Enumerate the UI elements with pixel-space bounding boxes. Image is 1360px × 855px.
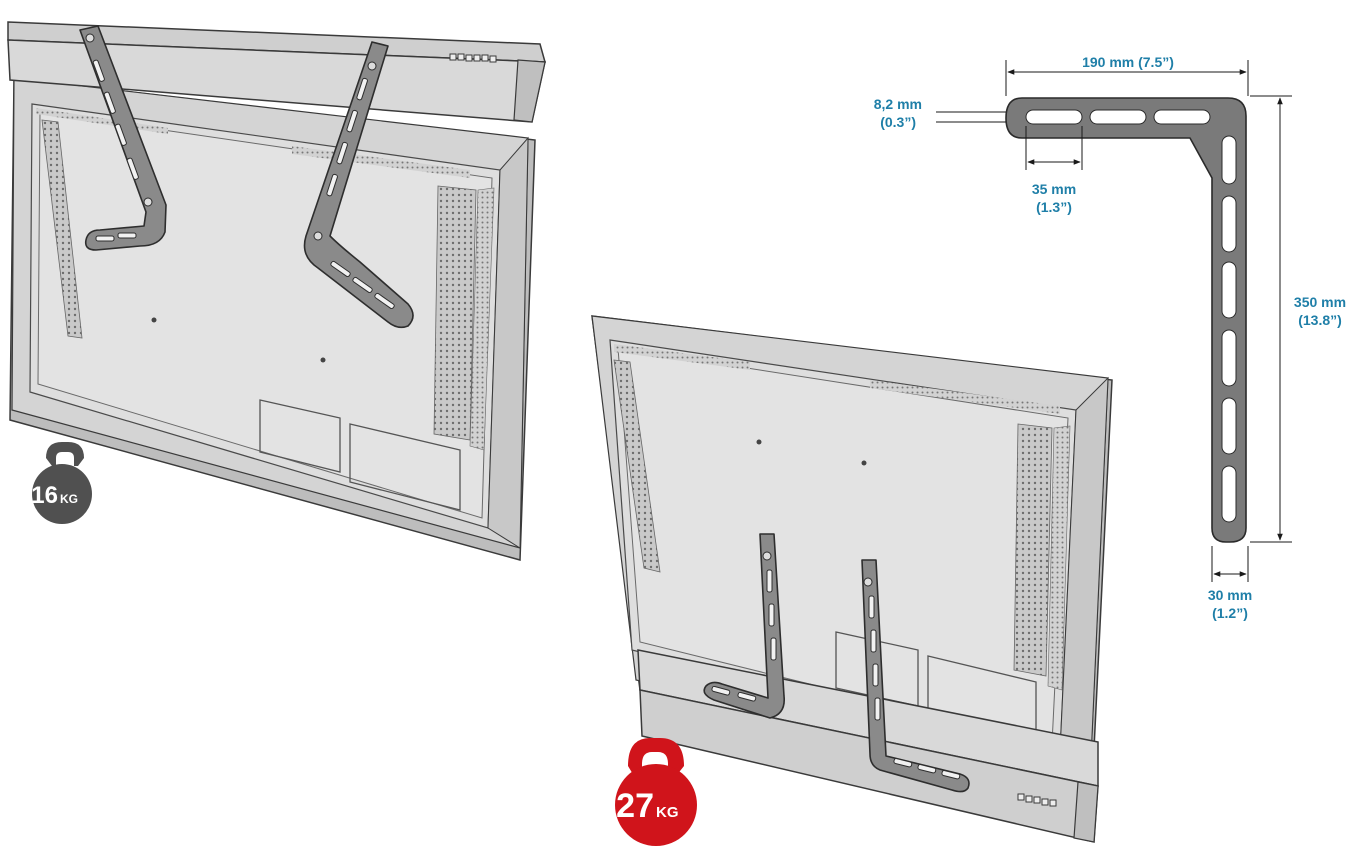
bracket-left-top (79, 25, 167, 251)
tv-below-soundbar-illustration (591, 315, 1113, 843)
dim-thickness-imperial: (0.3”) (880, 114, 916, 130)
badge-27-number: 27 (616, 787, 654, 825)
dim-width-label: 190 mm (7.5”) (1082, 54, 1174, 70)
badge-27-unit: KG (656, 804, 679, 821)
bracket-right-top (303, 41, 414, 329)
dim-slot-imperial: (1.3”) (1036, 199, 1072, 215)
tv-back-bottom (591, 315, 1113, 791)
dim-height-label: 350 mm (1294, 294, 1346, 310)
dimension-lines (936, 60, 1292, 582)
badge-16-unit: KG (60, 492, 78, 506)
dim-thickness-label: 8,2 mm (874, 96, 922, 112)
dim-arm-width-imperial: (1.2”) (1212, 605, 1248, 621)
weight-badge-16kg: 16 KG (31, 442, 92, 524)
dim-arm-width-label: 30 mm (1208, 587, 1252, 603)
weight-badge-27kg: 27 KG (615, 738, 697, 846)
bracket-right-bottom (861, 559, 970, 793)
tv-above-soundbar-illustration (7, 21, 546, 561)
bracket-dimension-drawing: 190 mm (7.5”) 8,2 mm (0.3”) 35 mm (1.3”)… (874, 54, 1346, 621)
badge-16-number: 16 (31, 482, 58, 509)
soundbar-top (7, 21, 546, 123)
bracket-left-bottom (703, 533, 786, 719)
dim-height-imperial: (13.8”) (1298, 312, 1342, 328)
dim-slot-label: 35 mm (1032, 181, 1076, 197)
bracket-slots (1025, 109, 1237, 523)
